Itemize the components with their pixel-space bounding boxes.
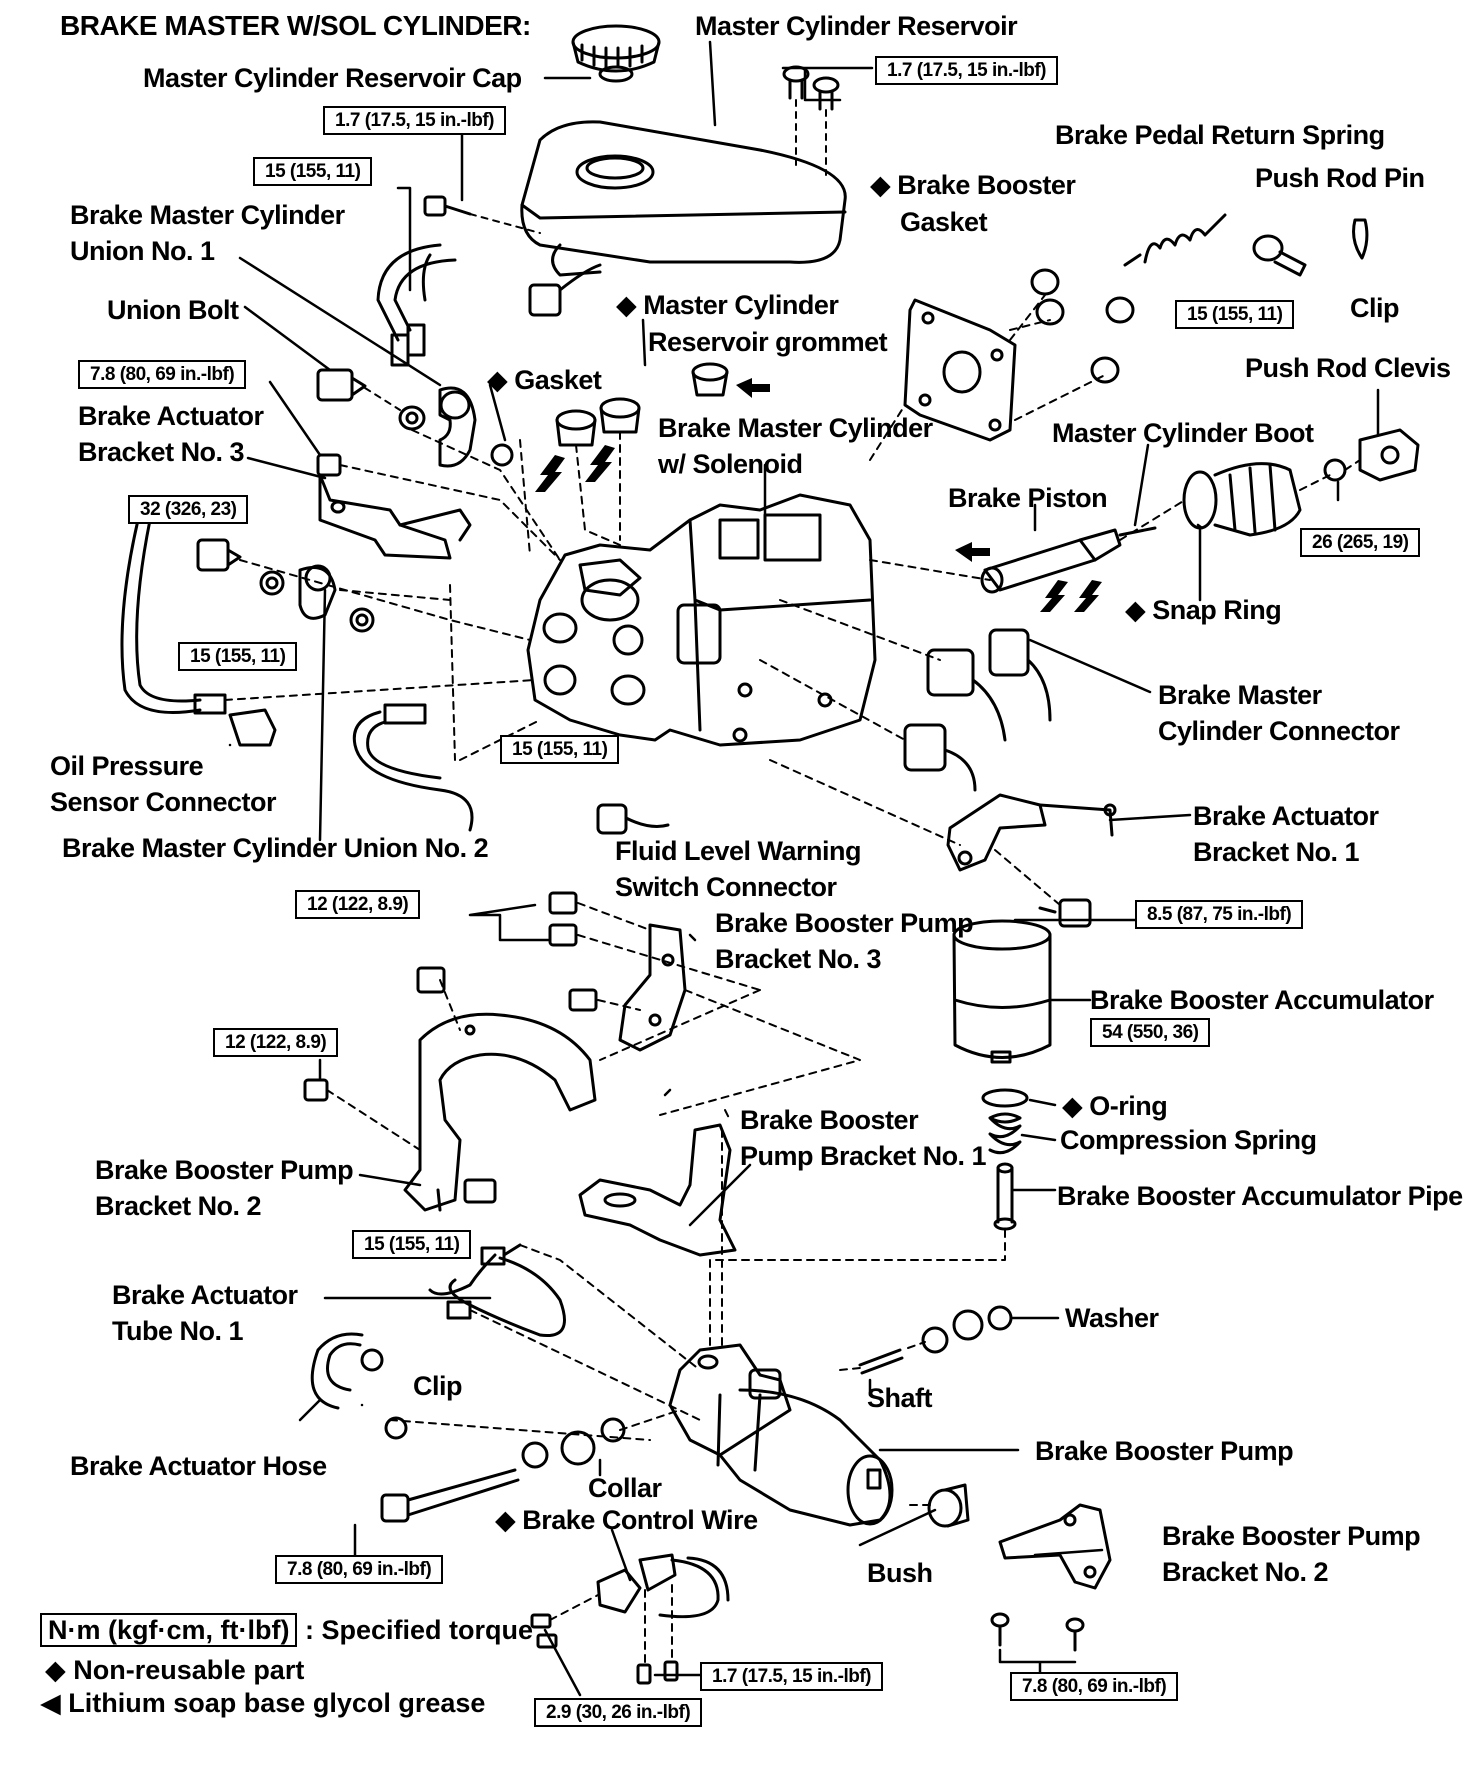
actuator-bracket3 <box>316 453 472 560</box>
master-cylinder-body <box>526 493 877 747</box>
push-rod-pin <box>1252 218 1369 277</box>
bush-part <box>927 1483 970 1528</box>
reservoir-cap-part <box>571 24 661 83</box>
torque-pump-bolt: 7.8 (80, 69 in.-lbf) <box>275 1555 444 1584</box>
label-union-bolt: Union Bolt <box>107 295 239 325</box>
torque-ops: 32 (326, 23) <box>128 495 249 524</box>
label-booster-gasket: ◆ Brake Booster Gasket <box>870 170 1076 237</box>
diagram-title: BRAKE MASTER W/SOL CYLINDER: <box>60 10 531 41</box>
legend-non-reusable: ◆ Non-reusable part <box>45 1655 305 1686</box>
torque-booster-nuts: 15 (155, 11) <box>1175 300 1295 329</box>
torque-union1: 15 (155, 11) <box>253 157 373 186</box>
diamond-icon: ◆ <box>45 1655 66 1686</box>
torque-clevis: 26 (265, 19) <box>1300 528 1421 557</box>
label-compression-spring: Compression Spring <box>1060 1125 1317 1155</box>
label-union2: Brake Master Cylinder Union No. 2 <box>62 833 489 863</box>
torque-reservoir-bolt: 1.7 (17.5, 15 in.-lbf) <box>323 106 506 135</box>
label-reservoir-cap: Master Cylinder Reservoir Cap <box>143 63 522 93</box>
label-reservoir: Master Cylinder Reservoir <box>695 11 1018 41</box>
reservoir-screws <box>782 65 840 176</box>
booster-gasket-plate <box>903 268 1135 442</box>
union-bolt-part <box>316 368 426 431</box>
label-clip-top: Clip <box>1350 293 1400 323</box>
label-push-rod-pin: Push Rod Pin <box>1255 163 1425 193</box>
label-control-wire: ◆ Brake Control Wire <box>495 1505 758 1536</box>
legend-grease: ◀ Lithium soap base glycol grease <box>40 1688 486 1719</box>
ops-fittings <box>120 518 375 747</box>
control-wire-part <box>530 1553 730 1685</box>
leader-lines <box>228 40 1380 1697</box>
torque-bracket1: 8.5 (87, 75 in.-lbf) <box>1135 900 1304 929</box>
flw-connector <box>596 803 670 835</box>
pump-bracket2-right <box>990 1503 1112 1652</box>
label-cylinder-boot: Master Cylinder Boot <box>1052 418 1314 448</box>
torque-reservoir-screw: 1.7 (17.5, 15 in.-lbf) <box>875 56 1058 85</box>
pump-bracket1 <box>578 1123 737 1257</box>
legend-torque: N·m (kgf·cm, ft·lbf) : Specified torque <box>40 1613 533 1647</box>
torque-wire-top: 1.7 (17.5, 15 in.-lbf) <box>700 1662 883 1691</box>
torque-bracket2-right: 7.8 (80, 69 in.-lbf) <box>1010 1672 1179 1701</box>
label-collar: Collar <box>588 1473 662 1503</box>
label-clip-bottom: Clip <box>413 1371 463 1401</box>
bmc-connectors <box>903 628 1052 792</box>
label-gasket: ◆ Gasket <box>487 365 602 396</box>
union1-pipes <box>376 243 457 367</box>
torque-tube1: 15 (155, 11) <box>352 1230 472 1259</box>
grease-arrows <box>535 378 1102 612</box>
actuator-bracket1 <box>946 793 1117 928</box>
shaft-washer <box>858 1305 1013 1375</box>
torque-wire-bottom: 2.9 (30, 26 in.-lbf) <box>534 1698 703 1727</box>
collar-bolt <box>380 1417 626 1523</box>
label-shaft: Shaft <box>867 1383 933 1413</box>
pump-bracket3 <box>416 891 687 1052</box>
torque-pump-bracket2: 12 (122, 8.9) <box>213 1028 339 1057</box>
label-pedal-return-spring: Brake Pedal Return Spring <box>1055 120 1385 150</box>
label-snap-ring: ◆ Snap Ring <box>1125 595 1282 626</box>
grease-arrow-icon: ◀ <box>40 1688 61 1719</box>
label-grommet: ◆ Master Cylinder Reservoir grommet <box>616 290 888 357</box>
label-accumulator: Brake Booster Accumulator <box>1090 985 1434 1015</box>
torque-bracket3: 7.8 (80, 69 in.-lbf) <box>78 360 247 389</box>
torque-pump-bracket3: 12 (122, 8.9) <box>295 890 421 919</box>
label-push-rod-clevis: Push Rod Clevis <box>1245 353 1451 383</box>
label-bush: Bush <box>867 1558 933 1588</box>
label-actuator-hose: Brake Actuator Hose <box>70 1451 327 1481</box>
torque-union2: 15 (155, 11) <box>178 642 298 671</box>
booster-pump-part <box>668 1343 894 1527</box>
reservoir-part <box>520 120 847 317</box>
actuator-hose <box>310 1332 408 1440</box>
oring-spring-pipe <box>981 1088 1029 1231</box>
label-washer: Washer <box>1065 1303 1159 1333</box>
union1-fitting <box>438 386 514 468</box>
accumulator-part <box>952 919 1052 1064</box>
label-oring: ◆ O-ring <box>1062 1091 1168 1122</box>
return-spring <box>1123 213 1227 267</box>
torque-accumulator: 54 (550, 36) <box>1090 1018 1211 1047</box>
assembly-lines <box>224 294 1361 1666</box>
label-booster-pump: Brake Booster Pump <box>1035 1436 1294 1466</box>
torque-pipe: 15 (155, 11) <box>500 735 620 764</box>
label-brake-piston: Brake Piston <box>948 483 1108 513</box>
label-accumulator-pipe: Brake Booster Accumulator Pipe <box>1057 1181 1463 1211</box>
union2-pipe <box>352 703 474 832</box>
reservoir-bolt <box>423 195 541 234</box>
